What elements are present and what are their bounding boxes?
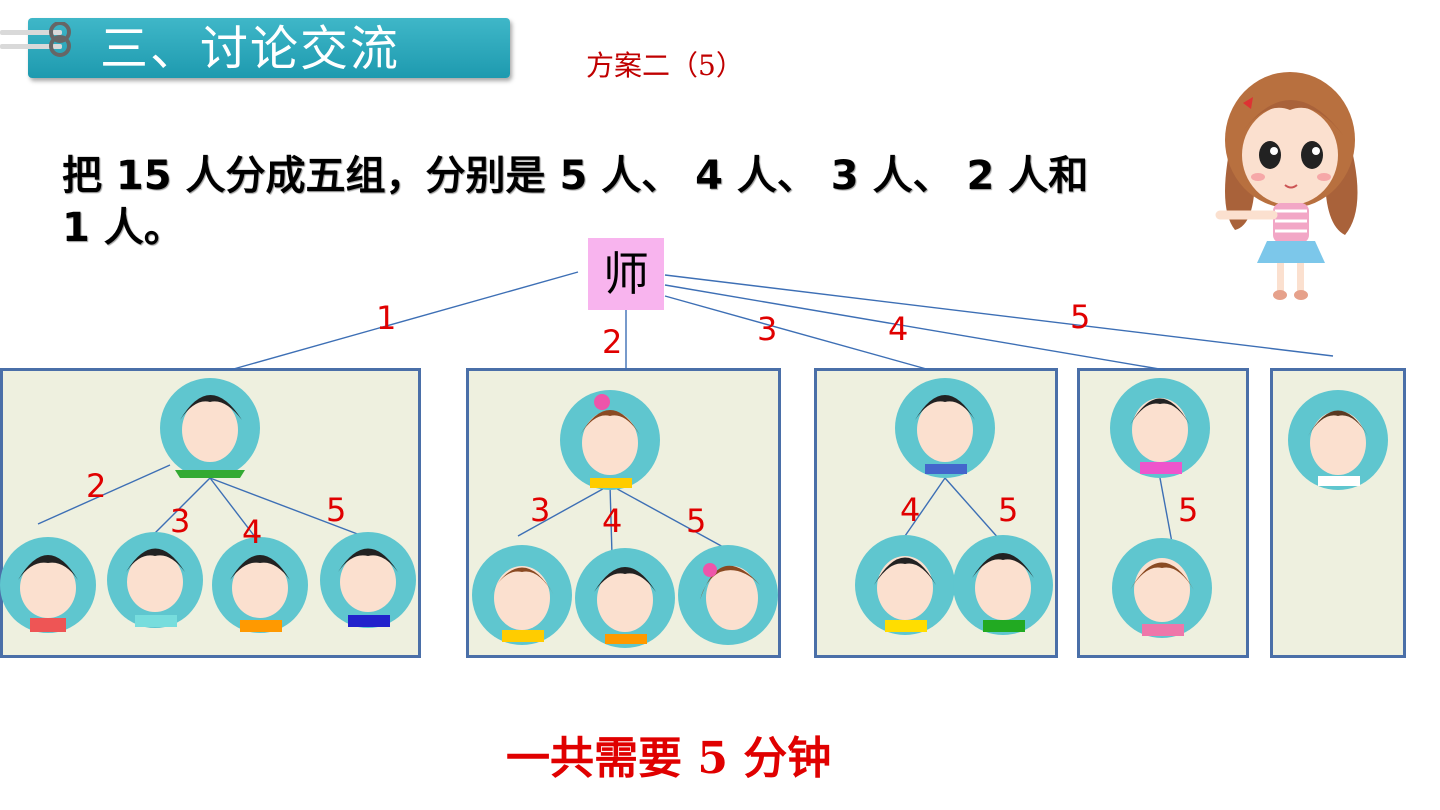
teacher-edge-label-2: 2 <box>602 323 623 361</box>
avatar-group4-m2 <box>575 548 675 648</box>
problem-statement: 把 15 人分成五组，分别是 5 人、 4 人、 3 人、 2 人和 1 人。 <box>62 153 1089 251</box>
teacher-edge-label-1: 1 <box>376 299 397 337</box>
group5-edge-label-3: 3 <box>170 502 191 540</box>
group4-edge-label-5: 5 <box>686 502 707 540</box>
avatar-group2-leader <box>1110 378 1210 478</box>
group4-edge-label-3: 3 <box>530 491 551 529</box>
group4-edge-label-4: 4 <box>602 502 623 540</box>
teacher-edge-label-4: 4 <box>888 310 909 348</box>
teacher-edge-label-3: 3 <box>757 310 778 348</box>
avatar-group3-m1 <box>855 535 955 635</box>
avatar-group4-m3 <box>678 545 778 645</box>
avatar-group3-leader <box>895 378 995 478</box>
avatar-group5-m1 <box>0 537 96 633</box>
group3-edge-label-4: 4 <box>900 491 921 529</box>
spiral-binding-icon <box>0 22 71 57</box>
avatar-group5-m3 <box>212 537 308 633</box>
avatar-group5-m4 <box>320 532 416 628</box>
avatar-group2-m1 <box>1112 538 1212 638</box>
group5-edge-label-2: 2 <box>86 467 107 505</box>
teacher-edge-label-5: 5 <box>1070 298 1091 336</box>
summary-text: 一共需要 5 分钟 <box>506 733 832 784</box>
avatar-group1-only <box>1288 390 1388 490</box>
group5-edge-label-5: 5 <box>326 491 347 529</box>
group3-edge-label-5: 5 <box>998 491 1019 529</box>
avatar-group4-m1 <box>472 545 572 645</box>
plan-label: 方案二（5） <box>586 49 744 82</box>
group5-edge-label-4: 4 <box>242 513 263 551</box>
avatar-group5-leader <box>160 378 260 478</box>
avatar-group3-m2 <box>953 535 1053 635</box>
section-title: 三、讨论交流 <box>100 21 401 77</box>
teacher-node: 师 <box>588 238 664 310</box>
girl-mascot-illustration <box>1215 72 1358 300</box>
avatar-group4-leader <box>560 390 660 490</box>
avatar-group5-m2 <box>107 532 203 628</box>
section-header-bar <box>28 18 510 78</box>
group2-edge-label-5: 5 <box>1178 491 1199 529</box>
